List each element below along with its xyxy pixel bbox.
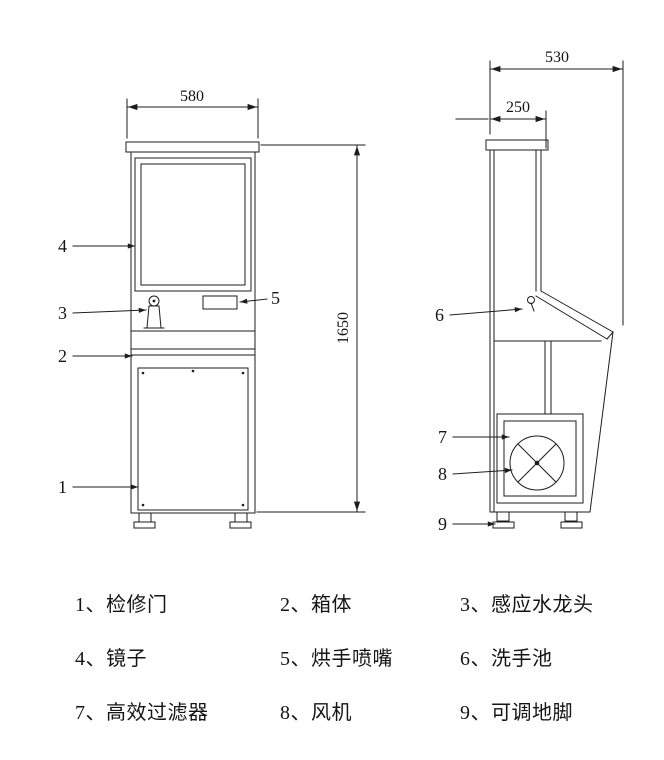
- dimension-overall-height: 1650: [256, 144, 366, 513]
- hepa-filter-housing: [496, 413, 584, 504]
- side-top-cap: [485, 139, 549, 151]
- dim-upper-depth-label: 250: [506, 99, 530, 116]
- callout-4: 4: [58, 236, 67, 256]
- side-callouts: 6 7 8 9: [435, 305, 523, 534]
- legend-item-4: 4、镜子: [75, 648, 147, 670]
- legend-item-7: 7、高效过滤器: [75, 702, 209, 724]
- leader-5: [239, 298, 268, 304]
- side-interior: [493, 340, 602, 415]
- legend-item-6: 6、洗手池: [460, 648, 553, 670]
- technical-drawing: 580: [58, 49, 624, 534]
- dim-overall-height-label: 1650: [335, 312, 352, 344]
- hand-dryer-nozzle: [202, 295, 238, 310]
- parts-legend: 1、检修门 2、箱体 3、感应水龙头 4、镜子 5、烘手喷嘴 6、洗手池 7、高…: [75, 588, 594, 725]
- front-view: 580: [58, 88, 366, 529]
- legend-item-8: 8、风机: [280, 702, 352, 724]
- wash-basin: [527, 290, 614, 340]
- front-adjustable-feet: [133, 512, 252, 529]
- callout-3: 3: [58, 303, 67, 323]
- front-cabinet-body: [130, 151, 256, 514]
- legend-item-1: 1、检修门: [75, 594, 168, 616]
- leader-8: [452, 467, 513, 475]
- fan-circle: [509, 435, 565, 491]
- sensor-faucet: [143, 295, 165, 329]
- legend-item-3: 3、感应水龙头: [460, 594, 594, 616]
- callout-5: 5: [271, 288, 280, 308]
- side-view: 530 250: [435, 49, 624, 534]
- dim-overall-depth-label: 530: [545, 49, 569, 66]
- callout-7: 7: [438, 427, 447, 447]
- leader-6: [449, 307, 523, 316]
- side-front-slant: [589, 331, 614, 513]
- callout-9: 9: [438, 514, 447, 534]
- dim-front-width-label: 580: [180, 88, 204, 105]
- callout-6: 6: [435, 305, 444, 325]
- callout-1: 1: [58, 477, 67, 497]
- legend-item-5: 5、烘手喷嘴: [280, 648, 393, 670]
- access-door: [137, 367, 249, 511]
- front-callouts: 4 3 2 1 5: [58, 236, 280, 497]
- side-adjustable-feet: [492, 511, 583, 529]
- side-upper-front-wall: [535, 149, 542, 292]
- mid-panel: [130, 330, 256, 356]
- dimension-upper-depth: 250: [455, 99, 547, 149]
- callout-8: 8: [438, 464, 447, 484]
- legend-item-9: 9、可调地脚: [460, 702, 573, 724]
- dimension-front-width: 580: [126, 88, 259, 139]
- dimension-overall-depth: 530: [489, 49, 624, 326]
- fan-filter-box: [496, 413, 584, 504]
- front-top-cap: [125, 141, 260, 153]
- callout-2: 2: [58, 346, 67, 366]
- side-back-wall: [489, 149, 495, 513]
- mirror: [134, 157, 252, 292]
- leader-3: [72, 307, 147, 314]
- legend-item-2: 2、箱体: [280, 594, 352, 616]
